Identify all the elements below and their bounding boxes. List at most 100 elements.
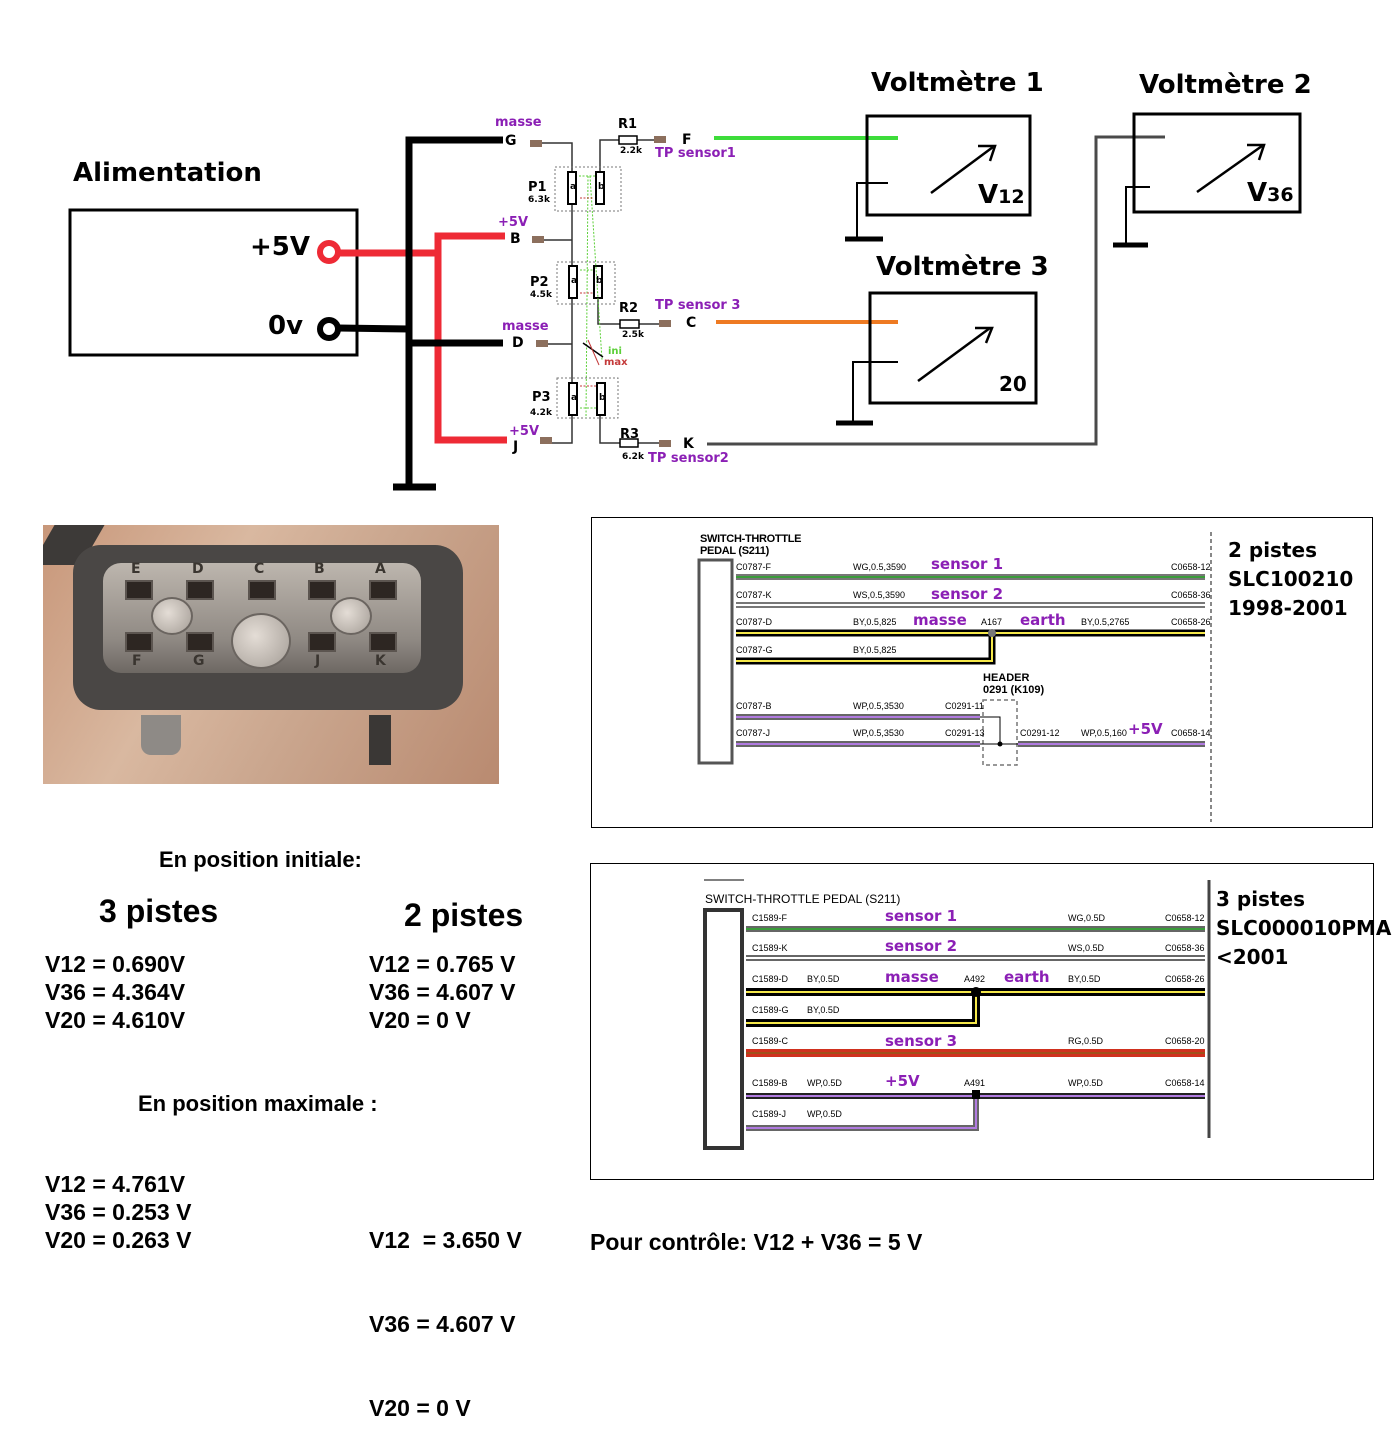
voltmeter-1 xyxy=(845,114,1032,242)
initial-2-pistes-values: V12 = 0.765 V V36 = 4.607 V V20 = 0 V xyxy=(369,950,515,1034)
measurement-line: V20 = 0 V xyxy=(369,1395,471,1421)
resistor-R2-icon xyxy=(619,319,640,329)
pot-P1-value: 6.3k xyxy=(528,195,550,205)
pot-P1-name: P1 xyxy=(528,180,547,195)
voltmeter-3-reading: 20 xyxy=(999,372,1027,396)
wire-to: C0658-36 xyxy=(1171,590,1211,600)
wire-from: C0787-B xyxy=(736,701,772,711)
resistor-R3-value: 6.2k xyxy=(622,452,644,462)
voltmeter-1-title: Voltmètre 1 xyxy=(871,68,1044,98)
sensor2-wire xyxy=(707,135,1165,446)
component-title-line1: SWITCH-THROTTLE xyxy=(700,533,802,545)
pin-letter-J: J xyxy=(315,653,321,669)
wiring-diagram-3-pistes xyxy=(590,863,1374,1180)
wiring-diagram-2-pistes xyxy=(591,517,1373,828)
pin-B-tag: +5V xyxy=(498,215,528,230)
pin-K-tag: TP sensor2 xyxy=(648,451,729,466)
wire-spec: WG,0.5D xyxy=(1068,913,1106,923)
wire-from: C1589-F xyxy=(752,913,788,923)
measurement-line: V12 = 3.650 V xyxy=(369,1227,522,1253)
voltmeter-3 xyxy=(836,291,1038,426)
wire-spec: WP,0.5,3530 xyxy=(853,701,904,711)
pin-letter-F: F xyxy=(132,653,142,669)
pot-box-P3 xyxy=(556,377,619,419)
pin-J-tag: +5V xyxy=(509,424,539,439)
track-P1-a xyxy=(567,171,577,205)
measurement-line: V20 = 0 V xyxy=(369,1007,471,1033)
reading-main: V xyxy=(978,180,999,210)
track-a-label: a xyxy=(571,393,578,403)
reading-sub: 12 xyxy=(998,186,1025,208)
wire-spec-2: BY,0.5,2765 xyxy=(1081,617,1130,627)
wire-to: C0658-12 xyxy=(1165,913,1205,923)
wiper-lines xyxy=(579,175,603,419)
wire-spec-left: BY,0.5D xyxy=(807,974,840,984)
wire-spec-left: WP,0.5D xyxy=(807,1109,842,1119)
initial-position-heading: En position initiale: xyxy=(159,847,362,872)
component-title-3p: SWITCH-THROTTLE PEDAL (S211) xyxy=(705,892,901,906)
pin-G-tag: masse xyxy=(495,115,542,130)
resistor-R1-name: R1 xyxy=(618,117,638,132)
plus5v-wire xyxy=(338,232,507,444)
note-2-pistes: 2 pistes SLC100210 1998-2001 xyxy=(1228,536,1353,623)
track-P1-b xyxy=(595,171,605,205)
pin-letter-A: A xyxy=(375,561,386,577)
pin-socket-G xyxy=(186,632,214,652)
wire-label: sensor 1 xyxy=(885,907,958,925)
wire-from: C1589-J xyxy=(752,1109,787,1119)
pedal-internal-wiring xyxy=(542,139,659,444)
pin-J-label: J xyxy=(513,439,519,455)
note-line: 3 pistes xyxy=(1216,887,1305,911)
terminal-D xyxy=(536,340,548,347)
pin-socket-D xyxy=(186,580,214,600)
pin-K-label: K xyxy=(683,436,694,452)
pin-socket-F xyxy=(125,632,153,652)
terminal-F xyxy=(654,136,666,143)
track-P3-b xyxy=(596,382,606,416)
resistor-R1-icon xyxy=(618,135,638,145)
pin-socket-A xyxy=(369,580,397,600)
splice-label: A492 xyxy=(964,974,986,984)
voltmeter-2 xyxy=(1113,112,1302,248)
pin-socket-C xyxy=(248,580,276,600)
track-P2-a xyxy=(568,265,578,299)
wire-label-2: earth xyxy=(1020,611,1066,629)
note-line: SLC100210 xyxy=(1228,567,1354,591)
wire-to: C0658-36 xyxy=(1165,943,1205,953)
pedal-wiper-icon xyxy=(582,339,604,366)
max-position-heading: En position maximale : xyxy=(138,1091,378,1116)
wire-from: C1589-K xyxy=(752,943,788,953)
measurement-line: V36 = 4.607 V xyxy=(369,1311,516,1337)
terminal-G xyxy=(530,140,542,147)
wire-spec: WG,0.5,3590 xyxy=(853,562,907,572)
track-b-label: b xyxy=(596,276,603,286)
resistor-R2-name: R2 xyxy=(619,301,639,316)
power-supply-box xyxy=(68,208,359,357)
wire-to: C0658-14 xyxy=(1171,728,1211,738)
pin-letter-E: E xyxy=(131,561,141,577)
wire-to: C0658-26 xyxy=(1171,617,1211,627)
center-post xyxy=(231,613,291,669)
header-line2: 0291 (K109) xyxy=(983,684,1045,696)
pin-letter-B: B xyxy=(314,561,325,577)
pot-P2-name: P2 xyxy=(530,275,549,290)
terminal-J xyxy=(540,437,552,444)
connector-photo: E D C B A F G J K xyxy=(43,525,499,784)
pin-F-tag: TP sensor1 xyxy=(655,146,736,161)
wire-to: C0658-12 xyxy=(1171,562,1211,572)
terminal-C xyxy=(659,320,671,327)
pin-B-label: B xyxy=(510,231,521,247)
wire-spec-left: WP,0.5D xyxy=(807,1078,842,1088)
needle-icon xyxy=(930,145,994,195)
wire-spec: BY,0.5,825 xyxy=(853,617,897,627)
wire-to: C0658-14 xyxy=(1165,1078,1205,1088)
guide-post-right xyxy=(330,597,372,635)
wire-from: C0787-J xyxy=(736,728,771,738)
pin-letter-C: C xyxy=(254,561,265,577)
plus5v-terminal-icon xyxy=(317,240,341,264)
zero-volt-terminal-icon xyxy=(317,317,341,341)
wire-from: C1589-D xyxy=(752,974,789,984)
wire-spec-left: BY,0.5D xyxy=(807,1005,840,1015)
wiper-max-label: max xyxy=(604,357,628,368)
